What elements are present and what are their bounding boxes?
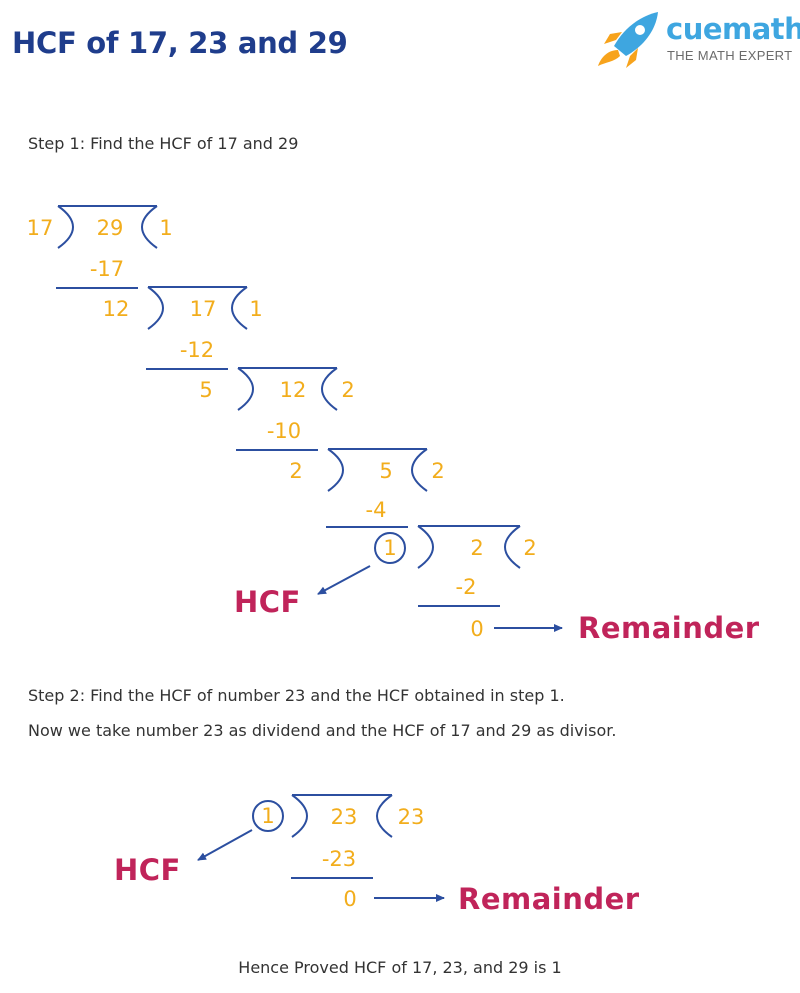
hcf-value: 1	[261, 804, 274, 828]
hcf-label: HCF	[234, 585, 301, 619]
quotient: 2	[523, 536, 536, 560]
hcf-arrow	[197, 829, 253, 861]
hcf-circle	[252, 800, 284, 832]
logo-brand: cuemath	[666, 12, 800, 46]
subtrahend: -12	[180, 338, 214, 362]
hcf-value: 1	[383, 536, 396, 560]
quotient: 23	[398, 805, 425, 829]
remainder: 12	[103, 297, 130, 321]
remainder-label: Remainder	[458, 882, 640, 916]
subtrahend: -23	[322, 847, 356, 871]
hcf-circle	[374, 532, 406, 564]
rocket-icon	[598, 12, 658, 68]
hcf-arrow	[317, 565, 371, 595]
dividend: 12	[280, 378, 307, 402]
step1-heading: Step 1: Find the HCF of 17 and 29	[28, 134, 299, 153]
right-paren	[147, 286, 164, 330]
dividend: 17	[190, 297, 217, 321]
remainder: 5	[199, 378, 212, 402]
left-paren	[411, 448, 428, 492]
hcf-label: HCF	[114, 853, 181, 887]
division-strokes	[56, 205, 563, 902]
left-paren	[376, 794, 393, 838]
step2-heading-line2: Now we take number 23 as dividend and th…	[28, 721, 617, 740]
conclusion-text: Hence Proved HCF of 17, 23, and 29 is 1	[238, 958, 562, 977]
dividend: 23	[331, 805, 358, 829]
page-title: HCF of 17, 23 and 29	[12, 26, 348, 60]
subtrahend: -10	[267, 419, 301, 443]
left-paren	[231, 286, 248, 330]
quotient: 1	[159, 216, 172, 240]
remainder-label: Remainder	[578, 611, 760, 645]
subtrahend: -17	[90, 257, 124, 281]
right-paren	[327, 448, 344, 492]
remainder: 2	[289, 459, 302, 483]
left-paren	[321, 367, 338, 411]
right-paren	[291, 794, 308, 838]
quotient: 2	[431, 459, 444, 483]
logo-tagline: THE MATH EXPERT	[667, 48, 793, 63]
divisor: 17	[27, 216, 54, 240]
dividend: 2	[470, 536, 483, 560]
cuemath-logo: cuemath THE MATH EXPERT	[596, 10, 800, 70]
subtrahend: -2	[456, 575, 477, 599]
dividend: 29	[97, 216, 124, 240]
left-paren	[504, 525, 521, 569]
final-remainder: 0	[343, 887, 356, 911]
subtrahend: -4	[366, 498, 387, 522]
right-paren	[57, 205, 74, 249]
dividend: 5	[379, 459, 392, 483]
right-paren	[417, 525, 434, 569]
left-paren	[141, 205, 158, 249]
final-remainder: 0	[470, 617, 483, 641]
step2-heading-line1: Step 2: Find the HCF of number 23 and th…	[28, 686, 565, 705]
quotient: 2	[341, 378, 354, 402]
quotient: 1	[249, 297, 262, 321]
right-paren	[237, 367, 254, 411]
step2-numbers: 1 23 23 -23 0	[261, 804, 424, 911]
step1-numbers: 17 29 1 -17 12 17 1 -12 5 12 2 -10 2 5 2…	[27, 216, 537, 641]
